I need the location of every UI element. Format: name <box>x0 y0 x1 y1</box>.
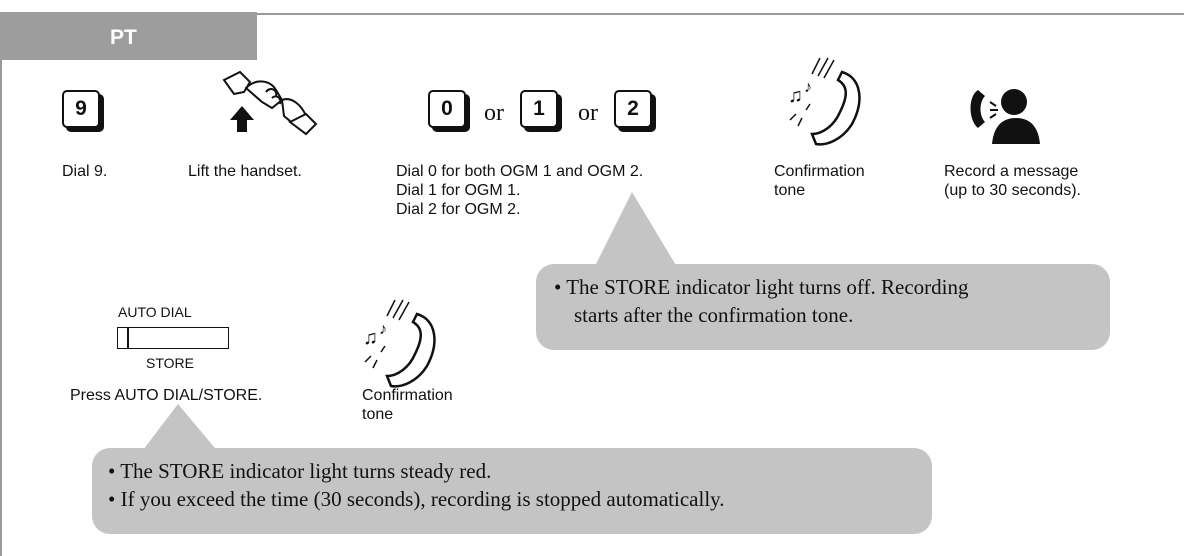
callout-upper-line2: starts after the confirmation tone. <box>574 303 854 327</box>
step-press-label: Press AUTO DIAL/STORE. <box>70 387 263 404</box>
or-text-1: or <box>484 100 504 126</box>
frame-top-border <box>256 13 1184 15</box>
frame-left-border <box>0 13 2 556</box>
step-dial-line1: Dial 0 for both OGM 1 and OGM 2. <box>396 163 644 180</box>
confirmation-tone-handset-icon-2: ♫ ♪ <box>363 299 436 388</box>
svg-text:♫: ♫ <box>788 85 803 107</box>
svg-text:♫: ♫ <box>363 327 378 349</box>
step-record-line1: Record a message <box>944 163 1079 180</box>
or-text-2: or <box>578 100 598 126</box>
auto-dial-top-label: AUTO DIAL <box>118 304 192 320</box>
callout-upper-pointer <box>592 192 680 272</box>
section-tab-label: PT <box>110 26 137 49</box>
step-lift-label: Lift the handset. <box>188 163 302 180</box>
key-1: 1 <box>520 90 558 128</box>
callout-lower-line2: • If you exceed the time (30 seconds), r… <box>108 487 725 511</box>
section-tab: PT <box>0 12 257 60</box>
step-confirm1-line2: tone <box>774 182 806 199</box>
svg-text:♪: ♪ <box>379 321 387 338</box>
svg-text:♪: ♪ <box>804 79 812 96</box>
confirmation-tone-handset-icon: ♫ ♪ <box>788 57 861 146</box>
step-dial-line3: Dial 2 for OGM 2. <box>396 201 521 218</box>
callout-lower-pointer <box>140 404 220 454</box>
recording-person-icon <box>970 89 1040 144</box>
step-record-line2: (up to 30 seconds). <box>944 182 1081 199</box>
key-2: 2 <box>614 90 652 128</box>
auto-dial-button-divider <box>127 327 129 349</box>
callout-upper: • The STORE indicator light turns off. R… <box>536 264 1110 350</box>
auto-dial-store-button <box>117 327 229 349</box>
step-confirm2-line1: Confirmation <box>362 387 453 404</box>
step-confirm1-line1: Confirmation <box>774 163 865 180</box>
key-9: 9 <box>62 90 100 128</box>
callout-lower: • The STORE indicator light turns steady… <box>92 448 932 534</box>
step-confirm2-line2: tone <box>362 406 394 423</box>
auto-dial-bottom-label: STORE <box>146 355 194 371</box>
step-dial-line2: Dial 1 for OGM 1. <box>396 182 521 199</box>
step-dial9-label: Dial 9. <box>62 163 108 180</box>
hand-lift-handset-icon <box>222 70 318 136</box>
callout-lower-line1: • The STORE indicator light turns steady… <box>108 459 492 483</box>
callout-upper-line1: • The STORE indicator light turns off. R… <box>554 275 969 299</box>
key-0: 0 <box>428 90 466 128</box>
